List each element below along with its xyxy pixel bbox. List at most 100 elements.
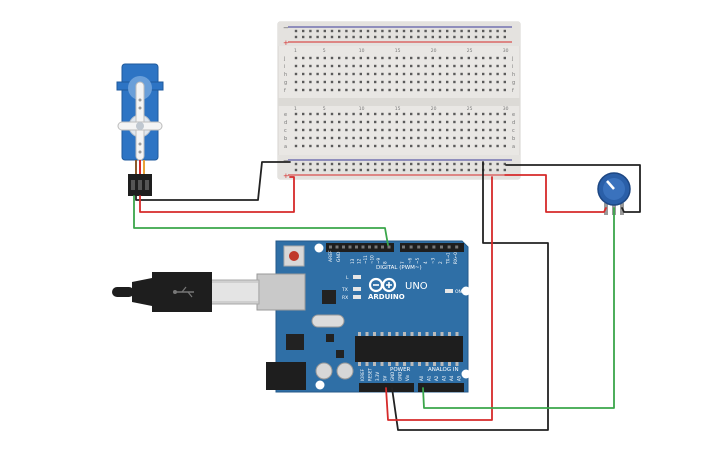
breadboard-hole[interactable] (489, 120, 492, 124)
breadboard-hole[interactable] (417, 128, 420, 132)
breadboard-hole[interactable] (374, 128, 377, 132)
rail-hole[interactable] (402, 168, 406, 172)
rail-hole[interactable] (309, 162, 312, 166)
rail-hole[interactable] (489, 29, 492, 33)
wire-pot-signal[interactable] (422, 207, 615, 409)
rail-hole[interactable] (381, 35, 384, 39)
breadboard-hole[interactable] (503, 120, 506, 124)
breadboard-hole[interactable] (431, 120, 434, 124)
breadboard-hole[interactable] (446, 112, 449, 116)
breadboard-hole[interactable] (460, 136, 463, 140)
breadboard-hole[interactable] (424, 72, 427, 76)
breadboard-hole[interactable] (467, 144, 470, 148)
rail-hole[interactable] (338, 29, 341, 33)
breadboard-hole[interactable] (474, 136, 478, 140)
rail-hole[interactable] (446, 162, 449, 166)
rail-hole[interactable] (496, 29, 499, 33)
rail-hole[interactable] (489, 162, 492, 166)
header-pin[interactable] (455, 245, 459, 249)
breadboard-hole[interactable] (503, 72, 506, 76)
breadboard-hole[interactable] (402, 136, 406, 140)
breadboard-hole[interactable] (496, 56, 499, 60)
breadboard-hole[interactable] (323, 80, 326, 84)
rail-hole[interactable] (294, 29, 298, 33)
rail-hole[interactable] (402, 35, 406, 39)
breadboard-hole[interactable] (338, 112, 341, 116)
breadboard-hole[interactable] (345, 144, 348, 148)
breadboard-hole[interactable] (359, 56, 362, 60)
reset-button-cap[interactable] (289, 251, 299, 261)
rail-hole[interactable] (424, 29, 427, 33)
breadboard-hole[interactable] (374, 136, 377, 140)
rail-hole[interactable] (402, 29, 406, 33)
breadboard-hole[interactable] (330, 128, 334, 132)
breadboard-hole[interactable] (323, 136, 326, 140)
header-pin[interactable] (329, 245, 332, 249)
breadboard-hole[interactable] (352, 120, 355, 124)
breadboard-hole[interactable] (374, 72, 377, 76)
servo-motor[interactable] (116, 63, 164, 196)
breadboard-hole[interactable] (352, 128, 355, 132)
rail-hole[interactable] (417, 168, 420, 172)
breadboard-hole[interactable] (474, 72, 478, 76)
rail-hole[interactable] (381, 168, 384, 172)
rail-hole[interactable] (302, 168, 305, 172)
rail-hole[interactable] (316, 168, 319, 172)
breadboard-hole[interactable] (489, 64, 492, 68)
breadboard-hole[interactable] (417, 56, 420, 60)
breadboard-hole[interactable] (467, 56, 470, 60)
header-pin[interactable] (374, 245, 378, 249)
breadboard-hole[interactable] (482, 128, 485, 132)
breadboard-hole[interactable] (446, 120, 449, 124)
breadboard-hole[interactable] (374, 64, 377, 68)
breadboard-hole[interactable] (410, 56, 413, 60)
breadboard-hole[interactable] (345, 120, 348, 124)
breadboard-hole[interactable] (302, 88, 305, 92)
rail-hole[interactable] (359, 162, 362, 166)
rail-hole[interactable] (316, 29, 319, 33)
breadboard-hole[interactable] (410, 72, 413, 76)
breadboard-hole[interactable] (482, 112, 485, 116)
breadboard-hole[interactable] (503, 144, 506, 148)
breadboard-hole[interactable] (374, 144, 377, 148)
breadboard-hole[interactable] (431, 144, 434, 148)
breadboard-hole[interactable] (359, 120, 362, 124)
rail-hole[interactable] (503, 35, 506, 39)
header-pin[interactable] (409, 245, 413, 249)
breadboard-hole[interactable] (366, 120, 370, 124)
breadboard-hole[interactable] (388, 136, 391, 140)
breadboard-hole[interactable] (330, 56, 334, 60)
breadboard-hole[interactable] (424, 144, 427, 148)
rail-hole[interactable] (323, 162, 326, 166)
rail-hole[interactable] (359, 168, 362, 172)
breadboard-hole[interactable] (496, 112, 499, 116)
breadboard-hole[interactable] (453, 64, 456, 68)
rail-hole[interactable] (453, 168, 456, 172)
breadboard-hole[interactable] (438, 120, 442, 124)
breadboard-hole[interactable] (503, 136, 506, 140)
header-pin[interactable] (387, 245, 391, 249)
breadboard-hole[interactable] (338, 72, 341, 76)
breadboard-hole[interactable] (417, 144, 420, 148)
breadboard-hole[interactable] (410, 112, 413, 116)
breadboard-hole[interactable] (489, 72, 492, 76)
breadboard-hole[interactable] (489, 56, 492, 60)
breadboard-hole[interactable] (302, 120, 305, 124)
breadboard-hole[interactable] (323, 72, 326, 76)
breadboard-hole[interactable] (474, 128, 478, 132)
rail-hole[interactable] (467, 35, 470, 39)
breadboard-hole[interactable] (395, 80, 398, 84)
breadboard-hole[interactable] (424, 56, 427, 60)
breadboard-hole[interactable] (460, 88, 463, 92)
header-pin[interactable] (342, 245, 345, 249)
rail-hole[interactable] (330, 162, 334, 166)
breadboard-hole[interactable] (316, 72, 319, 76)
rail-hole[interactable] (417, 162, 420, 166)
breadboard-hole[interactable] (294, 80, 298, 84)
breadboard-hole[interactable] (460, 80, 463, 84)
rail-hole[interactable] (431, 168, 434, 172)
breadboard-hole[interactable] (388, 64, 391, 68)
breadboard-hole[interactable] (323, 56, 326, 60)
breadboard-hole[interactable] (330, 72, 334, 76)
breadboard-hole[interactable] (503, 80, 506, 84)
